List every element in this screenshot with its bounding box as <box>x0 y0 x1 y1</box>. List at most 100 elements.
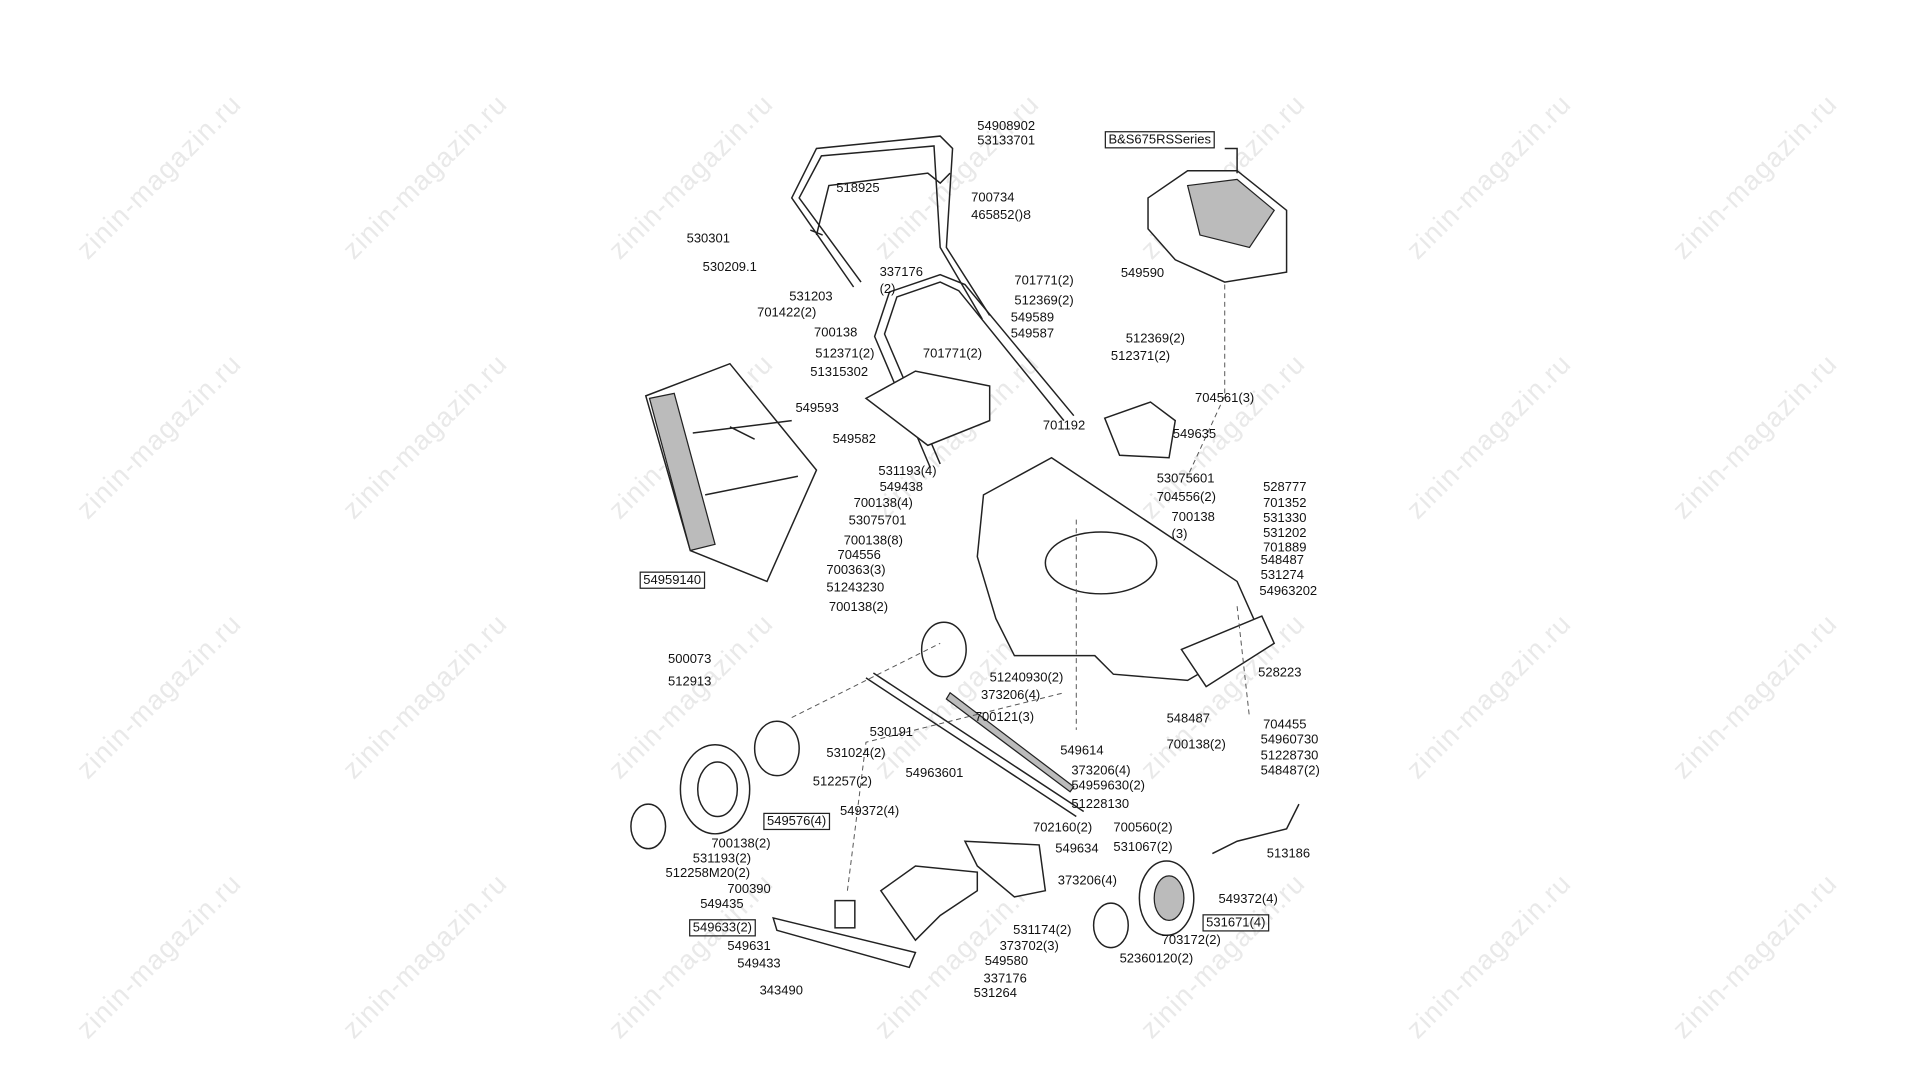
part-number-label: 704556(2) <box>1156 489 1216 505</box>
part-number-label: 343490 <box>759 983 803 999</box>
part-number-label: 704556 <box>837 548 881 563</box>
part-number-label: 700138(2) <box>1166 737 1226 753</box>
part-number-label: 549372(4) <box>839 804 900 819</box>
part-number-label: 549435 <box>700 896 744 912</box>
part-number-label: 700734 <box>971 190 1015 206</box>
part-number-label: 549582 <box>832 431 876 447</box>
part-number-label: 528223 <box>1258 665 1302 681</box>
part-number-label: 700138 <box>814 325 858 341</box>
part-number-label: 531203 <box>789 289 833 305</box>
part-number-label: 549631 <box>727 938 771 954</box>
part-number-label: 373702(3) <box>999 938 1059 954</box>
rear-flap-guard <box>1180 615 1276 688</box>
part-number-label: 549580 <box>984 953 1029 969</box>
part-number-label: 701771(2) <box>922 346 983 362</box>
part-number-label: 531024(2) <box>826 745 886 761</box>
front-axle <box>1212 803 1300 855</box>
hubcap-front <box>1092 902 1129 949</box>
part-number-label: 51240930(2) <box>989 670 1064 686</box>
part-number-label: 549589 <box>1010 310 1055 326</box>
part-number-label: (3) <box>1171 527 1188 542</box>
engine-series-label: B&S675RSSeries <box>1104 131 1215 149</box>
part-number-label: 531330 <box>1263 510 1307 526</box>
part-number-label: 531274 <box>1260 567 1304 583</box>
part-number-label: 704455 <box>1263 717 1307 733</box>
part-number-label: 337176 <box>983 971 1027 986</box>
part-number-label: 512371(2) <box>1110 348 1171 364</box>
part-number-label: 512369(2) <box>1014 293 1074 309</box>
part-number-label: 549633(2) <box>689 919 756 937</box>
part-number-label: 549433 <box>737 956 781 972</box>
axle-bar <box>865 672 1085 818</box>
part-number-label: 548487(2) <box>1260 763 1320 779</box>
side-plate <box>963 840 1047 898</box>
part-number-label: 512257(2) <box>812 774 873 790</box>
part-number-label: 700390 <box>727 882 771 897</box>
part-number-label: 549372(4) <box>1218 891 1278 907</box>
part-number-label: 531202 <box>1263 525 1307 541</box>
part-number-label: 531264 <box>973 985 1017 1001</box>
part-number-label: 700138 <box>1171 509 1215 525</box>
part-number-label: 549593 <box>795 400 839 416</box>
part-number-label: 549438 <box>879 479 923 495</box>
part-number-label: 51228730 <box>1260 748 1319 764</box>
control-bar <box>810 172 951 236</box>
part-number-label: 549587 <box>1010 326 1055 342</box>
part-number-label: 701422(2) <box>757 305 817 321</box>
part-number-label: (2) <box>879 282 896 297</box>
part-number-label: 512369(2) <box>1125 331 1185 347</box>
part-number-label: 53075601 <box>1156 471 1215 487</box>
part-number-label: 700560(2) <box>1113 820 1173 836</box>
part-number-label: 373206(4) <box>981 687 1041 703</box>
part-number-label: 701192 <box>1042 418 1086 433</box>
part-number-label: 528777 <box>1263 479 1307 495</box>
part-number-label: 549576(4) <box>763 812 830 831</box>
part-number-label: 54963601 <box>905 765 964 781</box>
engine-cover <box>1103 401 1177 459</box>
upper-handle <box>790 135 991 320</box>
hubcap-rear <box>630 803 667 850</box>
part-number-label: 465852()Ȣ <box>971 207 1031 223</box>
lower-handle <box>873 273 1075 468</box>
part-number-label: 512258M20(2) <box>665 865 751 881</box>
part-number-label: 530301 <box>686 231 730 247</box>
part-number-label: 703172(2) <box>1161 932 1221 948</box>
part-number-label: 54959140 <box>639 571 705 589</box>
mulch-plug <box>879 865 979 942</box>
spring-bar <box>945 691 1075 793</box>
part-number-label: 700138(2) <box>711 836 771 852</box>
part-number-label: 337176 <box>879 264 923 280</box>
part-number-label: 549634 <box>1055 841 1099 857</box>
blade-adapter <box>834 899 856 929</box>
part-number-label: 704561(3) <box>1195 390 1255 406</box>
rear-wheel <box>679 743 751 835</box>
part-number-label: 513186 <box>1266 846 1311 862</box>
part-number-label: 512371(2) <box>815 346 875 362</box>
mower-deck <box>976 456 1263 682</box>
part-number-label: 51315302 <box>810 364 869 380</box>
part-number-label: 373206(4) <box>1057 873 1117 889</box>
part-number-label: 700138(8) <box>843 533 903 549</box>
part-number-label: 53075701 <box>848 513 907 529</box>
part-number-label: 700138(4) <box>853 496 913 511</box>
part-number-label: 700363(3) <box>826 562 886 578</box>
part-number-label: 549635 <box>1172 426 1217 442</box>
part-number-label: 512913 <box>668 674 712 690</box>
wheel-plate <box>920 621 967 678</box>
part-number-label: 701352 <box>1263 496 1307 511</box>
part-number-label: 51228130 <box>1071 796 1130 812</box>
part-number-label: 701889 <box>1263 540 1307 556</box>
part-number-label: 701771(2) <box>1014 273 1074 289</box>
part-number-label: 518925 <box>836 180 880 196</box>
part-number-label: 530209.1 <box>702 259 757 275</box>
part-number-label: 53133701 <box>977 133 1036 149</box>
part-number-label: 54959630(2) <box>1071 778 1146 793</box>
part-number-label: 531193(2) <box>692 851 752 866</box>
part-number-label: 51243230 <box>826 580 885 596</box>
grass-box-lid <box>864 370 991 447</box>
part-number-label: 548487 <box>1166 711 1210 727</box>
part-number-label: 549590 <box>1120 265 1165 281</box>
part-number-label: 52360120(2) <box>1119 951 1194 967</box>
